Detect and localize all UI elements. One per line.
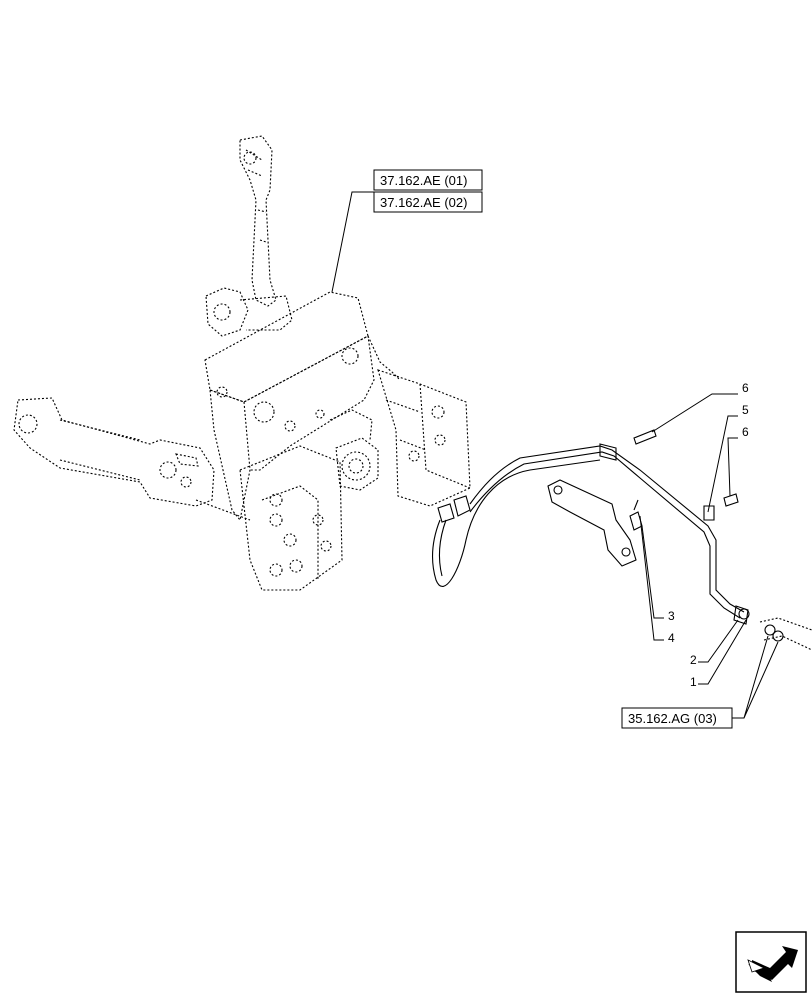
receiving-coupler [759,617,812,651]
rear-linkage-housing [13,135,471,591]
reference-label-2: 37.162.AE (02) [380,195,467,210]
reference-box-3[interactable]: 35.162.AG (03) [621,707,733,729]
callout-label-3: 3 [668,609,675,623]
callout-6a: 6 [651,381,749,433]
callout-label-1: 1 [690,675,697,689]
reference-box-2[interactable]: 37.162.AE (02) [373,191,483,213]
pipe-support-bracket [547,479,643,567]
reference-label-3: 35.162.AG (03) [628,711,717,726]
callout-label-4: 4 [668,631,675,645]
callout-label-6a: 6 [742,381,749,395]
reference-leader-3 [732,635,779,719]
reference-leader-1 [331,191,374,293]
callout-3: 3 [641,525,675,623]
hydraulic-pipe-assembly [431,443,750,625]
reference-label-1: 37.162.AE (01) [380,173,467,188]
callout-label-5: 5 [742,403,749,417]
next-page-arrow-icon[interactable] [735,931,807,993]
callout-label-2: 2 [690,653,697,667]
callout-4: 4 [639,515,675,645]
reference-box-1[interactable]: 37.162.AE (01) [373,169,483,191]
callout-1: 1 [690,619,747,689]
callout-6b: 6 [727,425,749,497]
callout-2: 2 [690,619,739,667]
callout-5: 5 [707,403,749,513]
callout-label-6b: 6 [742,425,749,439]
bolt-item-6 [633,429,739,507]
